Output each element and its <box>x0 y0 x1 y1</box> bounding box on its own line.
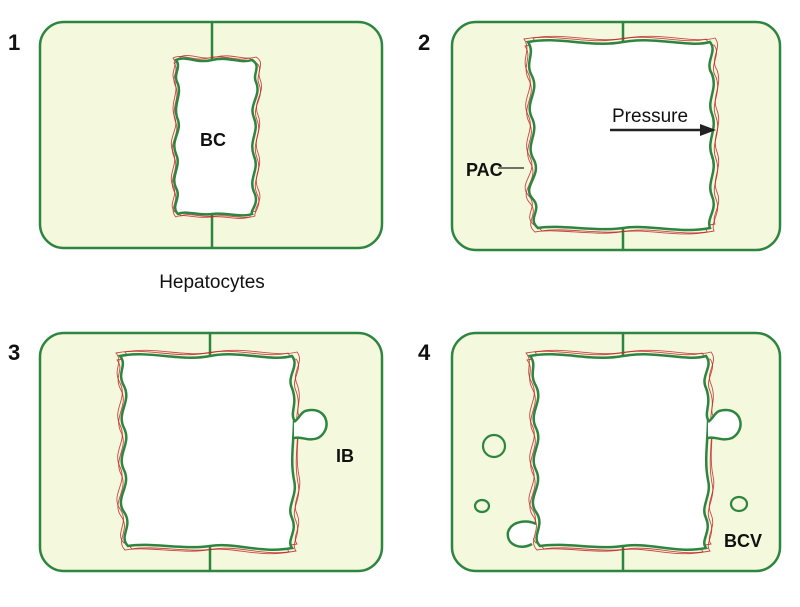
intracellular-bleb <box>707 408 742 441</box>
canalicular-vesicle <box>481 433 507 459</box>
panel-3: 3 IB <box>8 331 384 573</box>
canalicular-vesicle <box>729 495 749 513</box>
bile-canaliculus <box>528 353 711 551</box>
canalicular-vesicle <box>473 498 491 514</box>
pac-label: PAC <box>466 160 503 180</box>
intracellular-bleb <box>293 408 328 441</box>
panel-number: 1 <box>8 30 20 55</box>
bile-canaliculus <box>526 39 715 232</box>
pressure-label: Pressure <box>612 106 688 127</box>
panel-2: 2 Pressure PAC <box>418 20 782 252</box>
panel-number: 4 <box>418 340 431 365</box>
hepatocytes-caption: Hepatocytes <box>159 272 265 293</box>
bile-canaliculus <box>118 353 297 551</box>
panel-4: 4 BCV <box>418 331 782 573</box>
budding-vesicle <box>506 520 537 548</box>
bc-label: BC <box>200 130 226 150</box>
ib-label: IB <box>336 446 354 466</box>
bcv-label: BCV <box>724 531 762 551</box>
panel-number: 2 <box>418 30 430 55</box>
panel-number: 3 <box>8 340 20 365</box>
arrow-head-icon <box>700 124 716 136</box>
panel-1: 1 BC Hepatocytes <box>8 20 384 293</box>
